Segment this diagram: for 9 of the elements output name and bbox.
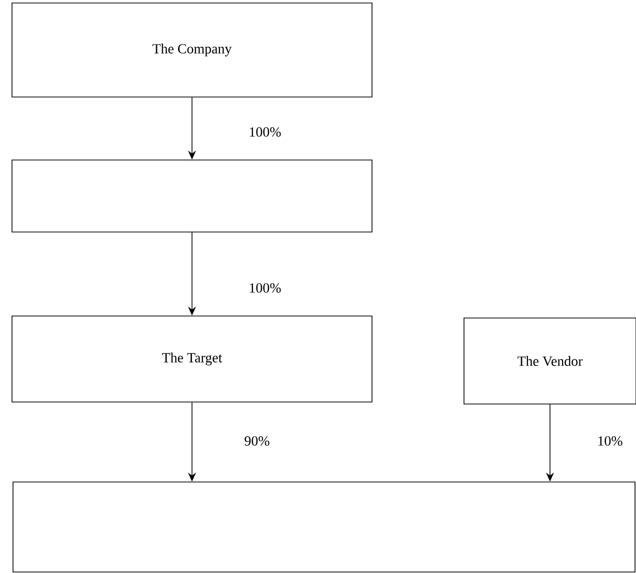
entity-box <box>12 160 372 232</box>
edge-label: 100% <box>248 282 282 294</box>
entity-box: The Company <box>12 2 372 98</box>
entity-box: The Vendor <box>464 318 636 404</box>
edge-label: 100% <box>248 126 282 138</box>
entity-box <box>12 482 636 572</box>
edge-label: 10% <box>596 435 624 447</box>
entity-box: The Target <box>12 316 372 402</box>
edge-label: 90% <box>243 435 271 447</box>
